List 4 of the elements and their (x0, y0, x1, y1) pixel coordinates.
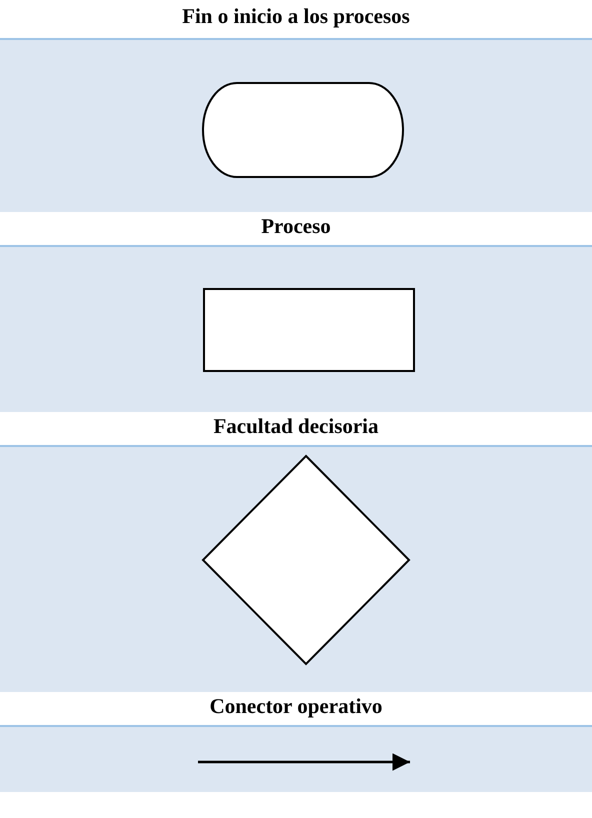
section-heading: Proceso (260, 214, 332, 239)
section-heading: Facultad decisoria (212, 414, 380, 439)
section-heading: Conector operativo (208, 694, 384, 719)
section-heading: Fin o inicio a los procesos (181, 4, 411, 29)
